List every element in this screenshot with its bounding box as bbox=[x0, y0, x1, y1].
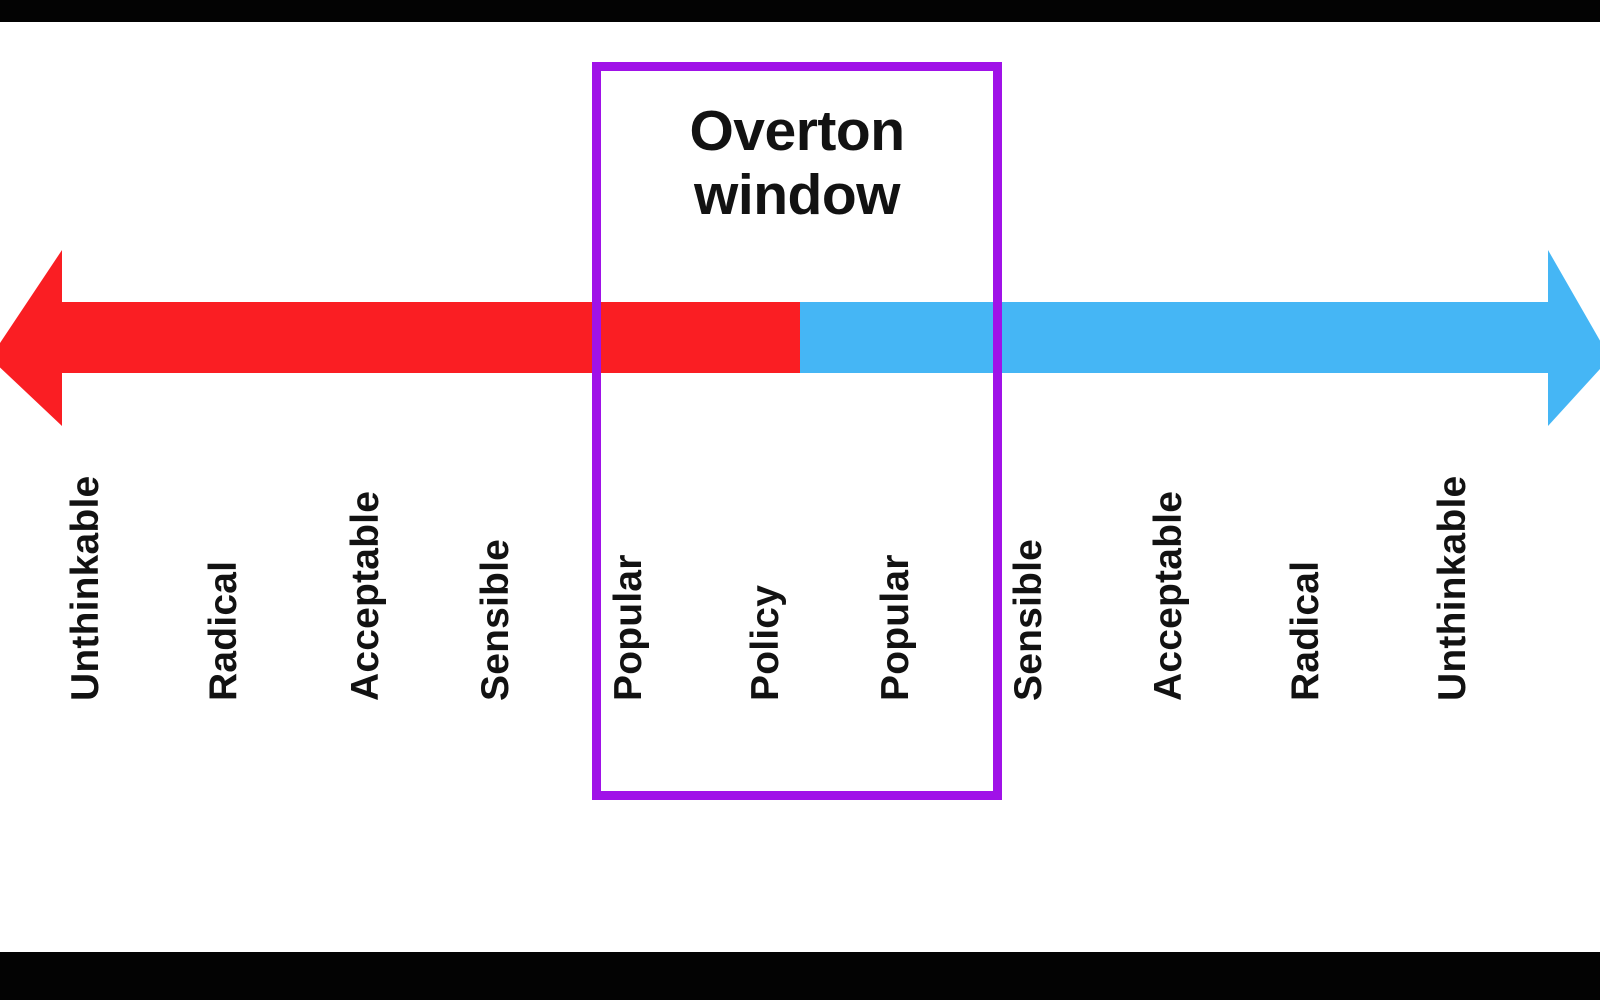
spectrum-label-sensible-right: Sensible bbox=[1007, 539, 1050, 701]
overton-window-title: Overton window bbox=[689, 99, 905, 227]
spectrum-label-popular-right: Popular bbox=[874, 554, 917, 701]
spectrum-label-sensible-left: Sensible bbox=[474, 539, 517, 701]
spectrum-label-radical-left: Radical bbox=[202, 560, 245, 701]
spectrum-label-unthinkable-far-left: Unthinkable bbox=[64, 475, 107, 701]
spectrum-label-policy-center: Policy bbox=[744, 584, 787, 701]
spectrum-label-acceptable-left: Acceptable bbox=[344, 490, 387, 701]
spectrum-label-radical-right: Radical bbox=[1284, 560, 1327, 701]
overton-window-box bbox=[592, 62, 1002, 800]
spectrum-label-acceptable-right: Acceptable bbox=[1147, 490, 1190, 701]
spectrum-label-unthinkable-far-right: Unthinkable bbox=[1431, 475, 1474, 701]
letterbox-bar-bottom bbox=[0, 952, 1600, 1000]
diagram-canvas: Overton window Unthinkable Radical Accep… bbox=[0, 22, 1600, 952]
spectrum-label-popular-left: Popular bbox=[607, 554, 650, 701]
letterbox-bar-top bbox=[0, 0, 1600, 22]
